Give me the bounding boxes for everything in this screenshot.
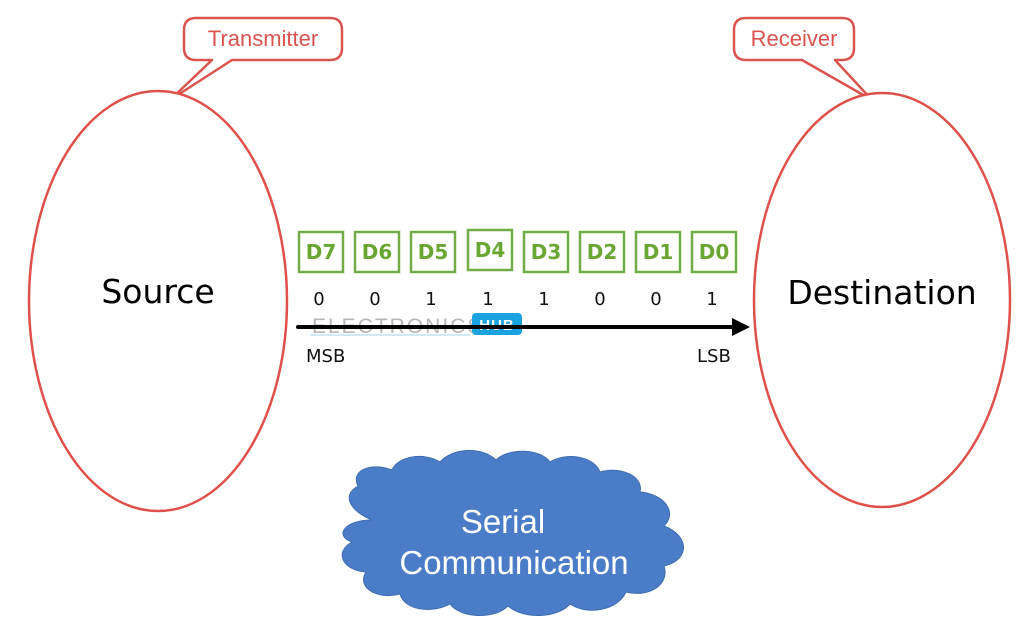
receiver-callout-shape — [732, 16, 874, 102]
bit-box — [466, 228, 514, 272]
bit-sequence: D7 0 D6 0 D5 1 D4 1 D3 1 D2 0 D1 0 D0 1 — [297, 228, 738, 310]
bit-item: D7 0 — [297, 230, 345, 310]
bit-value: 0 — [369, 289, 380, 310]
bit-label: D2 — [587, 240, 618, 264]
arrow-head-icon — [732, 318, 750, 336]
destination-node: Destination — [752, 91, 1012, 509]
bit-label: D5 — [418, 240, 449, 264]
bit-label: D4 — [475, 238, 506, 262]
transmitter-callout: Transmitter — [168, 16, 344, 102]
bit-item: D4 1 — [466, 228, 514, 310]
bit-box — [690, 230, 738, 274]
source-ellipse — [27, 89, 289, 513]
bit-label: D7 — [306, 240, 337, 264]
bit-item: D6 0 — [353, 230, 401, 310]
bit-value: 0 — [594, 289, 605, 310]
receiver-label: Receiver — [751, 26, 838, 51]
bit-label: D6 — [362, 240, 393, 264]
watermark-badge — [472, 313, 522, 335]
bit-value: 0 — [650, 289, 661, 310]
receiver-callout: Receiver — [732, 16, 874, 102]
bit-label: D0 — [699, 240, 730, 264]
destination-ellipse — [752, 91, 1012, 509]
cloud-line-2: Communication — [399, 544, 628, 581]
bit-box — [522, 230, 570, 274]
cloud-shape — [341, 449, 684, 617]
cloud-line-1: Serial — [461, 503, 545, 540]
bit-label: D3 — [531, 240, 562, 264]
bit-value: 1 — [482, 289, 493, 310]
bit-item: D0 1 — [690, 230, 738, 310]
transmitter-callout-shape — [168, 16, 344, 102]
bit-box — [634, 230, 682, 274]
serial-communication-cloud: Serial Communication — [341, 449, 684, 617]
source-node: Source — [27, 89, 289, 513]
bit-item: D3 1 — [522, 230, 570, 310]
bit-value: 1 — [425, 289, 436, 310]
bit-value: 1 — [538, 289, 549, 310]
msb-label: MSB — [306, 346, 345, 367]
lsb-label: LSB — [697, 346, 731, 367]
transmitter-label: Transmitter — [208, 26, 318, 51]
bit-box — [409, 230, 457, 274]
bit-label: D1 — [643, 240, 674, 264]
bit-value: 0 — [313, 289, 324, 310]
bit-item: D5 1 — [409, 230, 457, 310]
transmission-arrow — [296, 318, 750, 336]
bit-value: 1 — [706, 289, 717, 310]
bit-item: D2 0 — [578, 230, 626, 310]
bit-box — [297, 230, 345, 274]
bit-item: D1 0 — [634, 230, 682, 310]
bit-box — [578, 230, 626, 274]
bit-box — [353, 230, 401, 274]
destination-label: Destination — [787, 273, 976, 312]
source-label: Source — [101, 272, 214, 311]
